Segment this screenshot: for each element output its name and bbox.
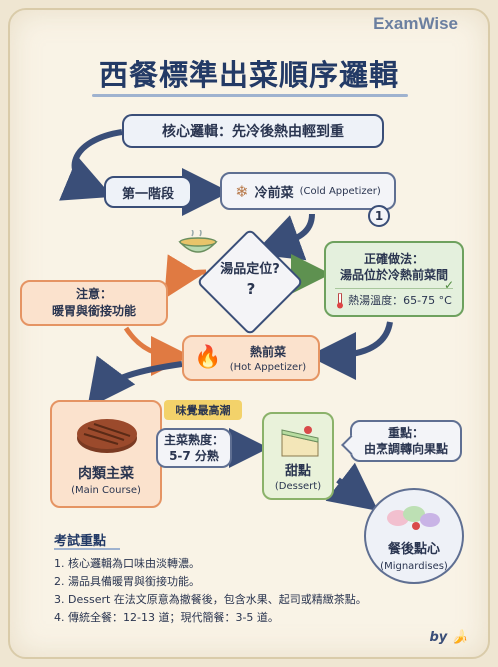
list-item: 2. 湯品具備暖胃與銜接功能。 <box>54 575 200 588</box>
hot-appetizer-box: 🔥 熱前菜 (Hot Appetizer) <box>182 335 320 381</box>
title-underline <box>92 94 408 97</box>
doneness-label: 主菜熟度： <box>163 433 224 447</box>
correct-text: 湯品位於冷熱前菜間 <box>339 268 448 282</box>
dessert-english: (Dessert) <box>274 481 322 492</box>
exam-list: 1. 核心邏輯為口味由淡轉濃。 2. 湯品具備暖胃與銜接功能。 3. Desse… <box>54 555 434 627</box>
note-title: 注意： <box>75 287 112 301</box>
arrow-hot-to-main <box>87 355 183 409</box>
soup-decision-label: 湯品定位? <box>220 262 280 277</box>
cake-icon <box>281 426 319 457</box>
doneness-box: 主菜熟度： 5-7 分熟 <box>156 428 232 468</box>
note-text: 暖胃與銜接功能 <box>51 304 136 318</box>
brand-logo: ExamWise <box>373 14 458 33</box>
mignardises-plate <box>364 488 464 584</box>
question-mark: ? <box>246 280 256 298</box>
list-item: 4. 傳統全餐：12-13 道；現代簡餐：3-5 道。 <box>54 611 279 624</box>
temperature-text: 熱湯溫度：65-75 °C <box>348 294 452 307</box>
flame-icon: 🔥 <box>194 345 222 370</box>
arrow-dessert-to-mign <box>325 462 379 511</box>
list-item: 3. Dessert 在法文原意為撤餐後，包含水果、起司或精緻茶點。 <box>54 593 367 606</box>
banana-icon: 🍌 <box>451 630 468 645</box>
dessert-box: 甜點 (Dessert) <box>262 412 334 500</box>
arrow-soup-to-note <box>164 254 207 299</box>
correct-title: 正確做法： <box>363 252 424 266</box>
arrow-logic-to-stage <box>59 129 123 201</box>
correct-divider <box>335 288 453 289</box>
soup-temperature: 熱湯溫度：65-75 °C <box>336 293 452 309</box>
byline: by 🍌 <box>430 630 469 645</box>
check-icon: ✓ <box>443 278 454 292</box>
macaron-icon <box>387 506 440 530</box>
correct-practice-box: 正確做法： 湯品位於冷熱前菜間 ✓ 熱湯溫度：65-75 °C <box>324 241 464 317</box>
key-point-text: 由烹調轉向果點 <box>363 442 448 456</box>
steak-icon <box>77 419 137 453</box>
stage-one-box: 第一階段 <box>104 176 192 208</box>
peak-badge: 味覺最高潮 <box>164 400 242 420</box>
mignardises-name: 餐後點心 <box>387 542 440 557</box>
key-point-label: 重點： <box>387 426 424 440</box>
dessert-name: 甜點 <box>284 464 311 479</box>
key-point-box: 重點： 由烹調轉向果點 <box>350 420 462 462</box>
cold-appetizer-box: ❄ 冷前菜 (Cold Appetizer) <box>220 172 396 210</box>
cold-appetizer-name: 冷前菜 <box>254 185 294 201</box>
step-number-badge: 1 <box>368 205 390 227</box>
byline-text: by <box>429 630 448 645</box>
doneness-value: 5-7 分熟 <box>169 449 219 463</box>
exam-section-title: 考試重點 <box>54 534 107 549</box>
hot-appetizer-english: (Hot Appetizer) <box>229 362 307 373</box>
core-logic-box: 核心邏輯：先冷後熱由輕到重 <box>122 114 384 148</box>
soup-bowl-icon <box>178 230 218 253</box>
main-course-english: (Main Course) <box>71 485 141 496</box>
main-course-box: 肉類主菜 (Main Course) <box>50 400 162 508</box>
thermometer-icon <box>337 293 344 309</box>
warming-note-box: 注意： 暖胃與銜接功能 <box>20 280 168 326</box>
page-title: 西餐標準出菜順序邏輯 <box>98 58 399 92</box>
arrow-correct-to-hot <box>308 321 393 380</box>
exam-underline <box>54 548 120 550</box>
list-item: 1. 核心邏輯為口味由淡轉濃。 <box>54 557 200 570</box>
hot-appetizer-name: 熱前菜 <box>249 345 286 359</box>
arrow-note-to-hot <box>123 326 191 376</box>
arrow-cold-to-soup <box>253 213 315 261</box>
snowflake-icon: ❄ <box>235 181 249 201</box>
mignardises-label: 餐後點心 (Mignardises) <box>350 542 478 575</box>
cold-appetizer-english: (Cold Appetizer) <box>299 185 381 197</box>
main-course-name: 肉類主菜 <box>78 466 134 482</box>
mignardises-english: (Mignardises) <box>380 561 448 572</box>
